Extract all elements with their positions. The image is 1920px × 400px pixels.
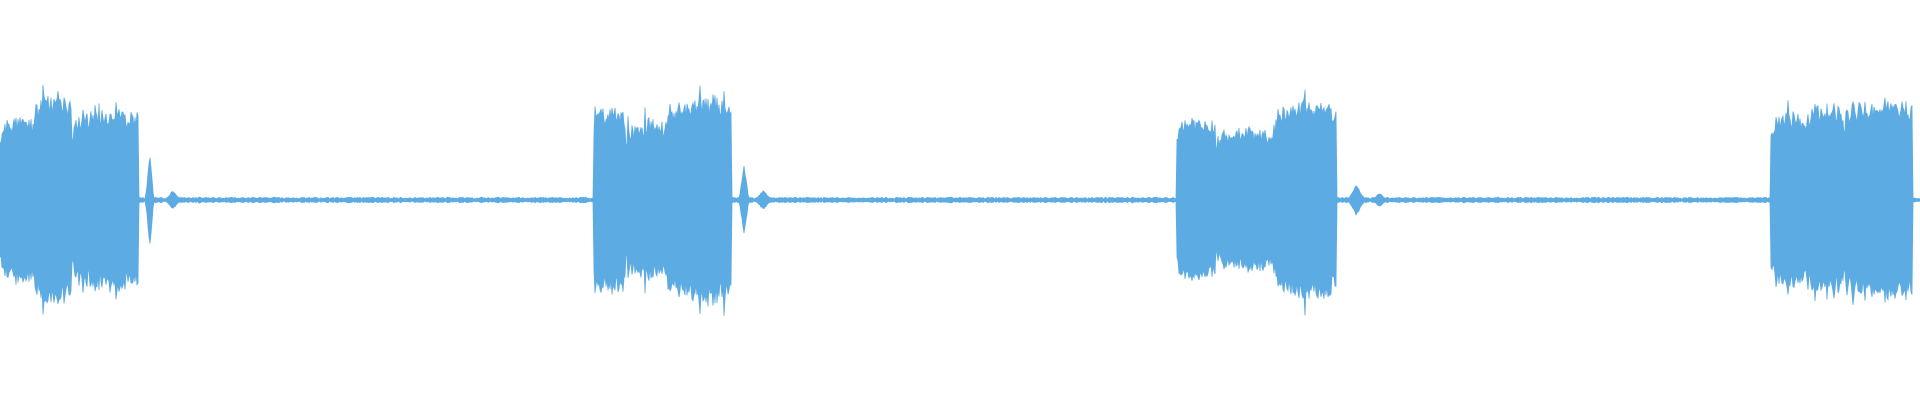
audio-waveform	[0, 84, 1920, 316]
